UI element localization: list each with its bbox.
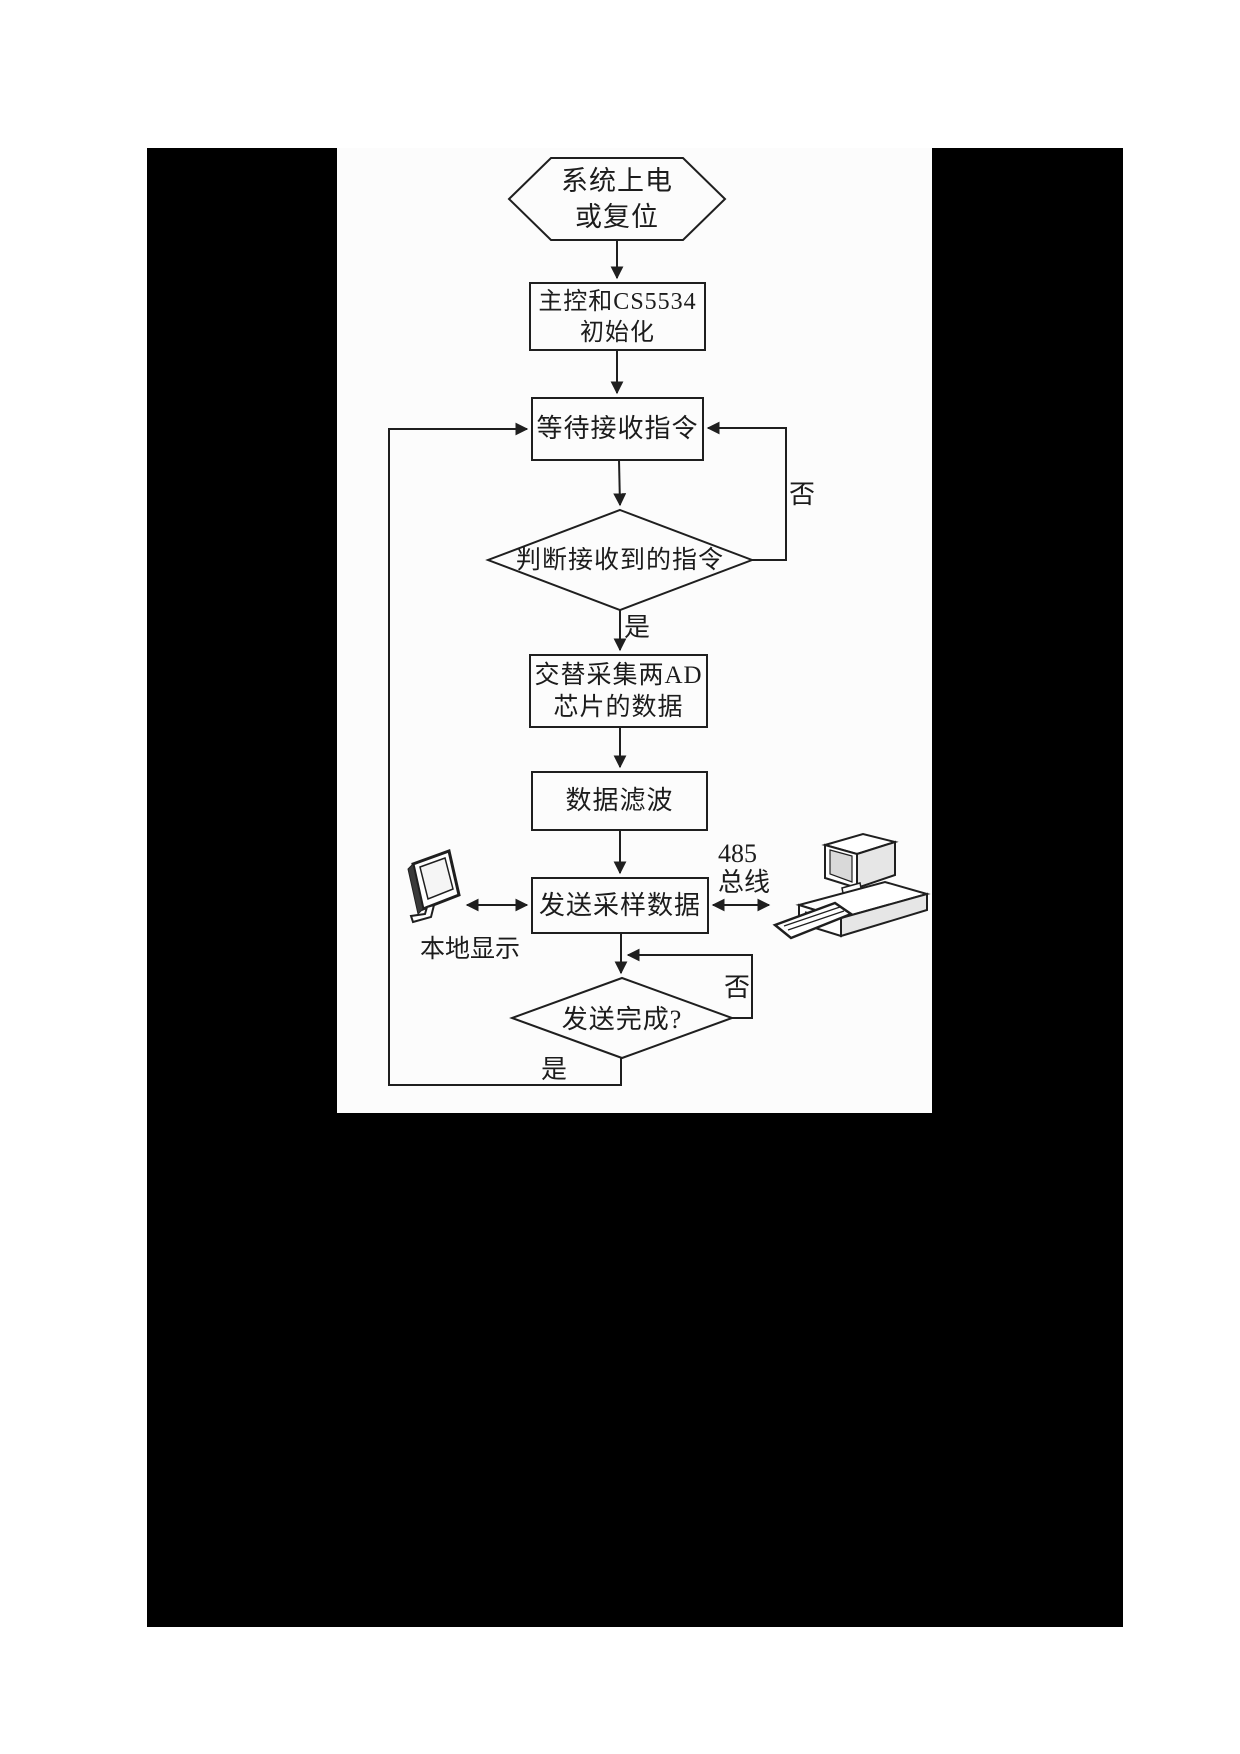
flowchart-panel: 系统上电 或复位 主控和CS5534 初始化 等待接收指令 判断接收到的指令 交… [337,148,932,1113]
local-display-label: 本地显示 [419,936,520,963]
wait-label: 等待接收指令 [536,414,699,444]
wait-box [531,397,704,461]
loop-done-no [626,948,753,1019]
judge-yes-label: 是 [624,613,652,642]
start-label: 系统上电 或复位 [561,166,673,232]
bus-label: 485 总线 [718,839,771,897]
done-no-label: 否 [724,973,752,1002]
judge-label: 判断接收到的指令 [515,547,724,574]
host-computer-icon [772,832,931,940]
loop-done-yes [388,422,622,1086]
connector-wait-judge [613,459,627,507]
local-display-monitor-icon [407,849,461,924]
done-yes-label: 是 [541,1055,569,1084]
init-label: 主控和CS5534 初始化 [538,289,697,346]
filter-label: 数据滤波 [565,786,674,816]
loop-judge-no [706,421,787,561]
scan-black-background: 系统上电 或复位 主控和CS5534 初始化 等待接收指令 判断接收到的指令 交… [147,148,1123,1627]
send-label: 发送采样数据 [538,890,701,920]
start-hexagon [507,157,727,241]
done-label: 发送完成? [561,1005,683,1034]
sample-box [529,654,708,728]
flowchart-canvas [388,157,931,1086]
sample-label: 交替采集两AD 芯片的数据 [534,662,703,721]
judge-no-label: 否 [789,480,817,509]
